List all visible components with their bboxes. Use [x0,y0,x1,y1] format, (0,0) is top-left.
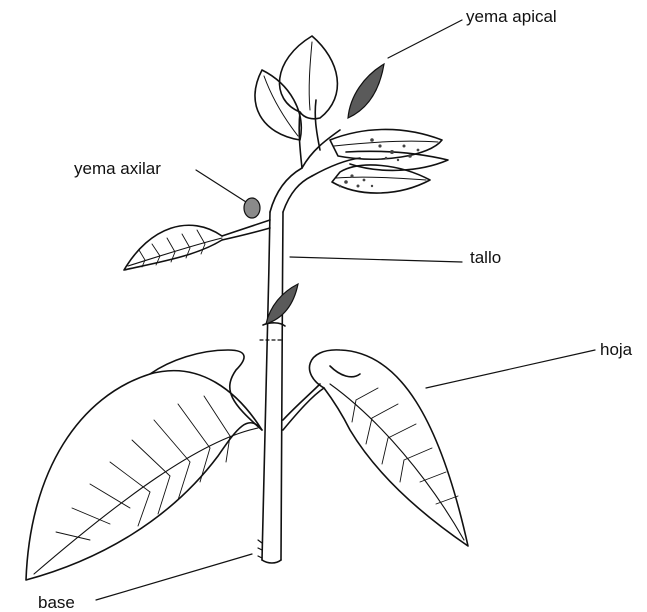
label-base: base [38,594,75,611]
left-leaf [26,350,262,580]
leaf-spots [339,138,420,187]
buds [244,64,384,324]
label-hoja: hoja [600,341,632,358]
axillary-leaf [124,220,270,270]
label-tallo: tallo [470,249,501,266]
upper-branches [270,100,360,212]
label-yema-apical: yema apical [466,8,557,25]
axillary-bud [244,198,260,218]
leader-base [96,554,252,600]
stem [258,212,285,563]
leader-hoja [426,350,595,388]
apical-bud [348,64,384,118]
leader-lines [96,20,595,600]
right-leaf [283,350,468,546]
leader-yema-axilar [196,170,246,202]
leader-tallo [290,257,462,262]
leader-yema-apical [388,20,462,58]
label-yema-axilar: yema axilar [74,160,161,177]
